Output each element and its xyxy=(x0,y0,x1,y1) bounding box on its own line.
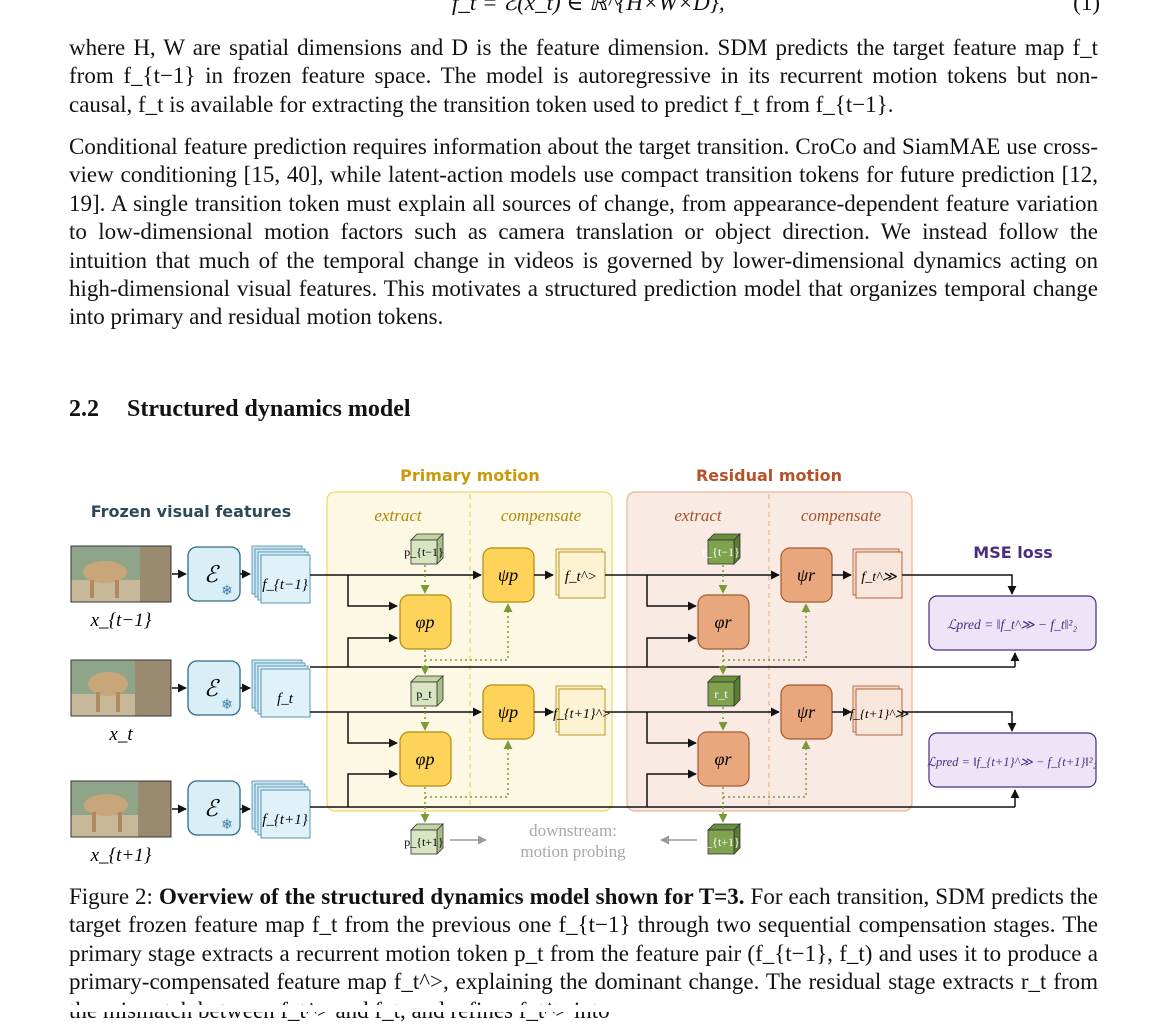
residual-token xyxy=(707,533,741,565)
equation-line: f_t = ℰ(x_t) ∈ ℝ^{H×W×D}, (1) xyxy=(0,0,1100,16)
residual-output-label: f_t^≫ xyxy=(861,570,897,585)
primary-token xyxy=(410,533,444,565)
frame-image xyxy=(70,780,172,838)
primary-output-label: f_t^> xyxy=(565,569,597,585)
primary-output-label: f_{t+1}^> xyxy=(553,707,611,722)
residual-token-label: r_{t+1} xyxy=(702,835,740,849)
residual-token-label: r_{t−1} xyxy=(702,545,740,559)
psi-p-label: ψp xyxy=(498,565,518,585)
residual-token xyxy=(707,823,741,855)
feature-label: f_{t−1} xyxy=(262,577,307,593)
phi-r-label: φr xyxy=(715,749,733,769)
phi-r-label: φr xyxy=(715,612,733,632)
paragraph-2: Conditional feature prediction requires … xyxy=(69,134,1098,330)
loss-box xyxy=(928,595,1097,651)
primary-extract-label: extract xyxy=(374,506,422,525)
phi-p-module xyxy=(399,594,452,650)
primary-token-label: p_{t−1} xyxy=(404,545,444,559)
loss-formula: ℒpred = ‖f_t^≫ − f_t‖²₂ xyxy=(947,617,1078,632)
primary-token-label: p_{t+1} xyxy=(404,835,444,849)
primary-token xyxy=(410,675,444,707)
figure-diagram: Primary motion Residual motion Frozen vi… xyxy=(70,466,1098,866)
downstream-label: downstream: xyxy=(529,821,617,840)
frozen-features-title: Frozen visual features xyxy=(91,502,292,521)
phi-r-module xyxy=(697,731,750,787)
downstream-label-2: motion probing xyxy=(520,842,626,861)
loss-box xyxy=(928,732,1097,788)
page-cut xyxy=(0,1005,1167,1012)
encoder-label: ℰ xyxy=(204,676,220,701)
feature-label: f_t xyxy=(277,691,294,707)
paragraph-1: where H, W are spatial dimensions and D … xyxy=(69,35,1098,117)
residual-output-label: f_{t+1}^≫ xyxy=(850,706,909,721)
residual-compensate-label: compensate xyxy=(801,506,882,525)
residual-motion-title: Residual motion xyxy=(696,466,842,485)
equation: f_t = ℰ(x_t) ∈ ℝ^{H×W×D}, xyxy=(452,0,725,15)
feature-label: f_{t+1} xyxy=(262,812,307,828)
section-heading: 2.2 Structured dynamics model xyxy=(69,396,411,423)
residual-output-stack xyxy=(852,548,903,599)
residual-token-label: r_t xyxy=(714,687,728,701)
caption-label: Figure 2: xyxy=(69,884,153,909)
phi-p-module xyxy=(399,731,452,787)
encoder-label: ℰ xyxy=(204,562,220,587)
primary-token-label: p_t xyxy=(416,687,432,701)
figure-caption: Figure 2: Overview of the structured dyn… xyxy=(69,883,1098,1025)
residual-token xyxy=(707,675,741,707)
phi-p-label: φp xyxy=(416,612,435,632)
section-title: Structured dynamics model xyxy=(127,396,411,422)
snowflake-icon: ❄ xyxy=(221,697,233,713)
primary-output-stack xyxy=(555,548,606,599)
equation-number: (1) xyxy=(1073,0,1100,15)
feature-stack xyxy=(251,545,311,604)
phi-r-module xyxy=(697,594,750,650)
frame-image xyxy=(70,659,172,717)
phi-p-label: φp xyxy=(416,749,435,769)
frame-label: x_{t+1} xyxy=(90,845,152,866)
primary-motion-title: Primary motion xyxy=(400,466,540,485)
primary-compensate-label: compensate xyxy=(501,506,582,525)
frame-label: x_t xyxy=(108,724,133,745)
snowflake-icon: ❄ xyxy=(221,817,233,833)
feature-stack xyxy=(251,780,311,839)
section-number: 2.2 xyxy=(69,396,99,422)
caption-title: Overview of the structured dynamics mode… xyxy=(158,884,745,909)
encoder-label: ℰ xyxy=(204,796,220,821)
psi-p-label: ψp xyxy=(498,702,518,722)
psi-r-label: ψr xyxy=(797,702,816,722)
frame-label: x_{t−1} xyxy=(90,610,152,631)
snowflake-icon: ❄ xyxy=(221,583,233,599)
feature-stack xyxy=(251,659,311,718)
loss-formula: ℒpred = ‖f_{t+1}^≫ − f_{t+1}‖²₂ xyxy=(927,755,1098,769)
psi-r-label: ψr xyxy=(797,565,816,585)
mse-loss-title: MSE loss xyxy=(973,543,1052,562)
primary-token xyxy=(410,823,444,855)
encoder-box xyxy=(187,780,241,836)
frame-image xyxy=(70,545,172,603)
primary-output-stack xyxy=(555,685,606,736)
residual-extract-label: extract xyxy=(674,506,722,525)
